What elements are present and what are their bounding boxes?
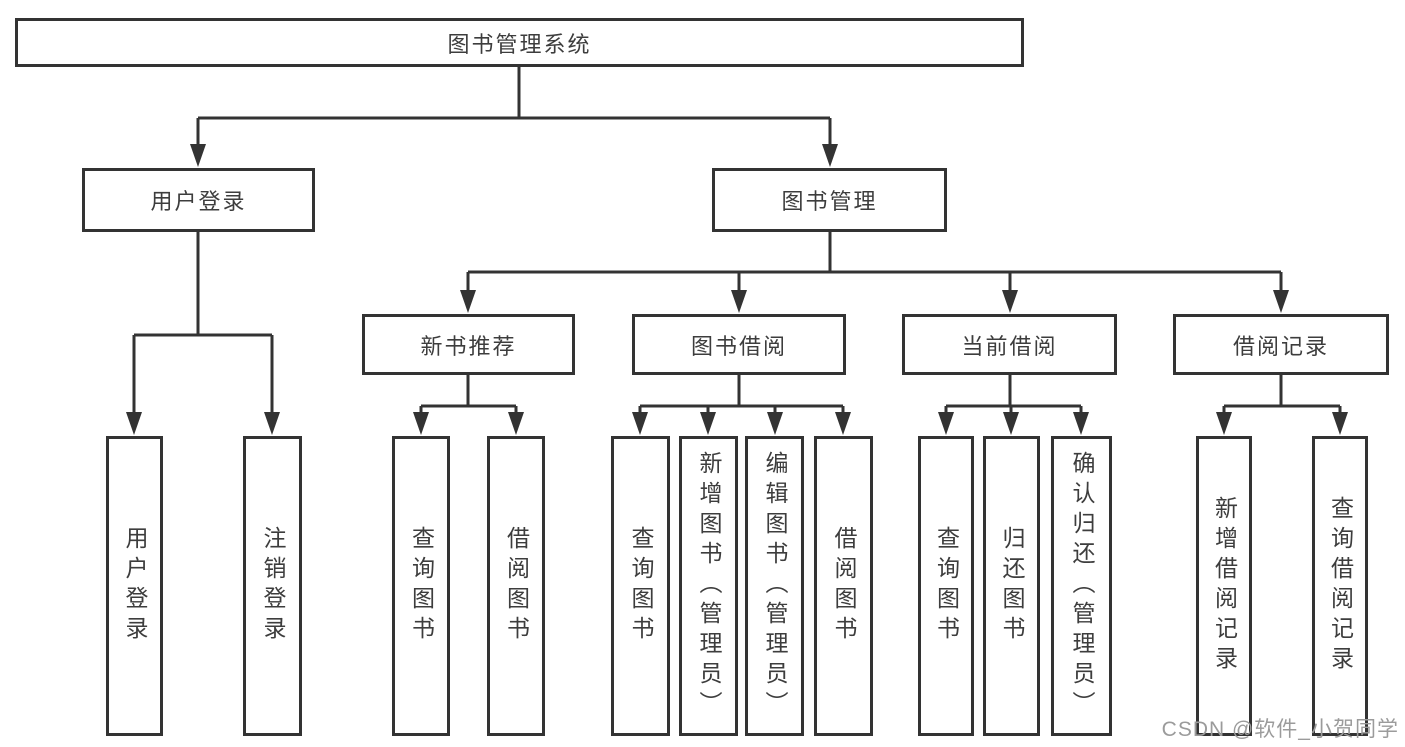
connector-user-login-to-children: [126, 231, 280, 435]
node-leaf-return-books: 归还图书: [983, 436, 1040, 736]
node-book-management: 图书管理: [712, 168, 947, 232]
node-leaf-confirm-return-admin: 确认归还（管理员）: [1051, 436, 1112, 736]
node-leaf-borrow-books: 借阅图书: [814, 436, 873, 736]
connector-current-borrowing-to-children: [938, 374, 1089, 435]
node-leaf-add-books-admin: 新增图书（管理员）: [679, 436, 738, 736]
connector-new-book-recommend-to-children: [413, 374, 524, 435]
node-leaf-query-books-recommend: 查询图书: [392, 436, 450, 736]
node-leaf-user-login: 用户登录: [106, 436, 163, 736]
node-book-borrowing: 图书借阅: [632, 314, 846, 375]
connector-book-management-to-level3: [460, 231, 1289, 313]
node-leaf-query-borrow-record: 查询借阅记录: [1312, 436, 1368, 736]
node-leaf-add-borrow-record: 新增借阅记录: [1196, 436, 1252, 736]
node-current-borrowing: 当前借阅: [902, 314, 1117, 375]
node-leaf-query-books-current: 查询图书: [918, 436, 974, 736]
connector-borrowing-records-to-children: [1216, 374, 1348, 435]
node-root-system: 图书管理系统: [15, 18, 1024, 67]
csdn-watermark: CSDN @软件_小贺同学: [1161, 718, 1399, 741]
connector-root-to-level2: [190, 66, 838, 167]
connector-book-borrowing-to-children: [632, 374, 851, 435]
node-leaf-borrow-books-recommend: 借阅图书: [487, 436, 545, 736]
node-leaf-query-books-borrowing: 查询图书: [611, 436, 670, 736]
node-leaf-logout: 注销登录: [243, 436, 302, 736]
node-leaf-edit-books-admin: 编辑图书（管理员）: [745, 436, 804, 736]
node-user-login: 用户登录: [82, 168, 315, 232]
node-new-book-recommend: 新书推荐: [362, 314, 575, 375]
node-borrowing-records: 借阅记录: [1173, 314, 1389, 375]
